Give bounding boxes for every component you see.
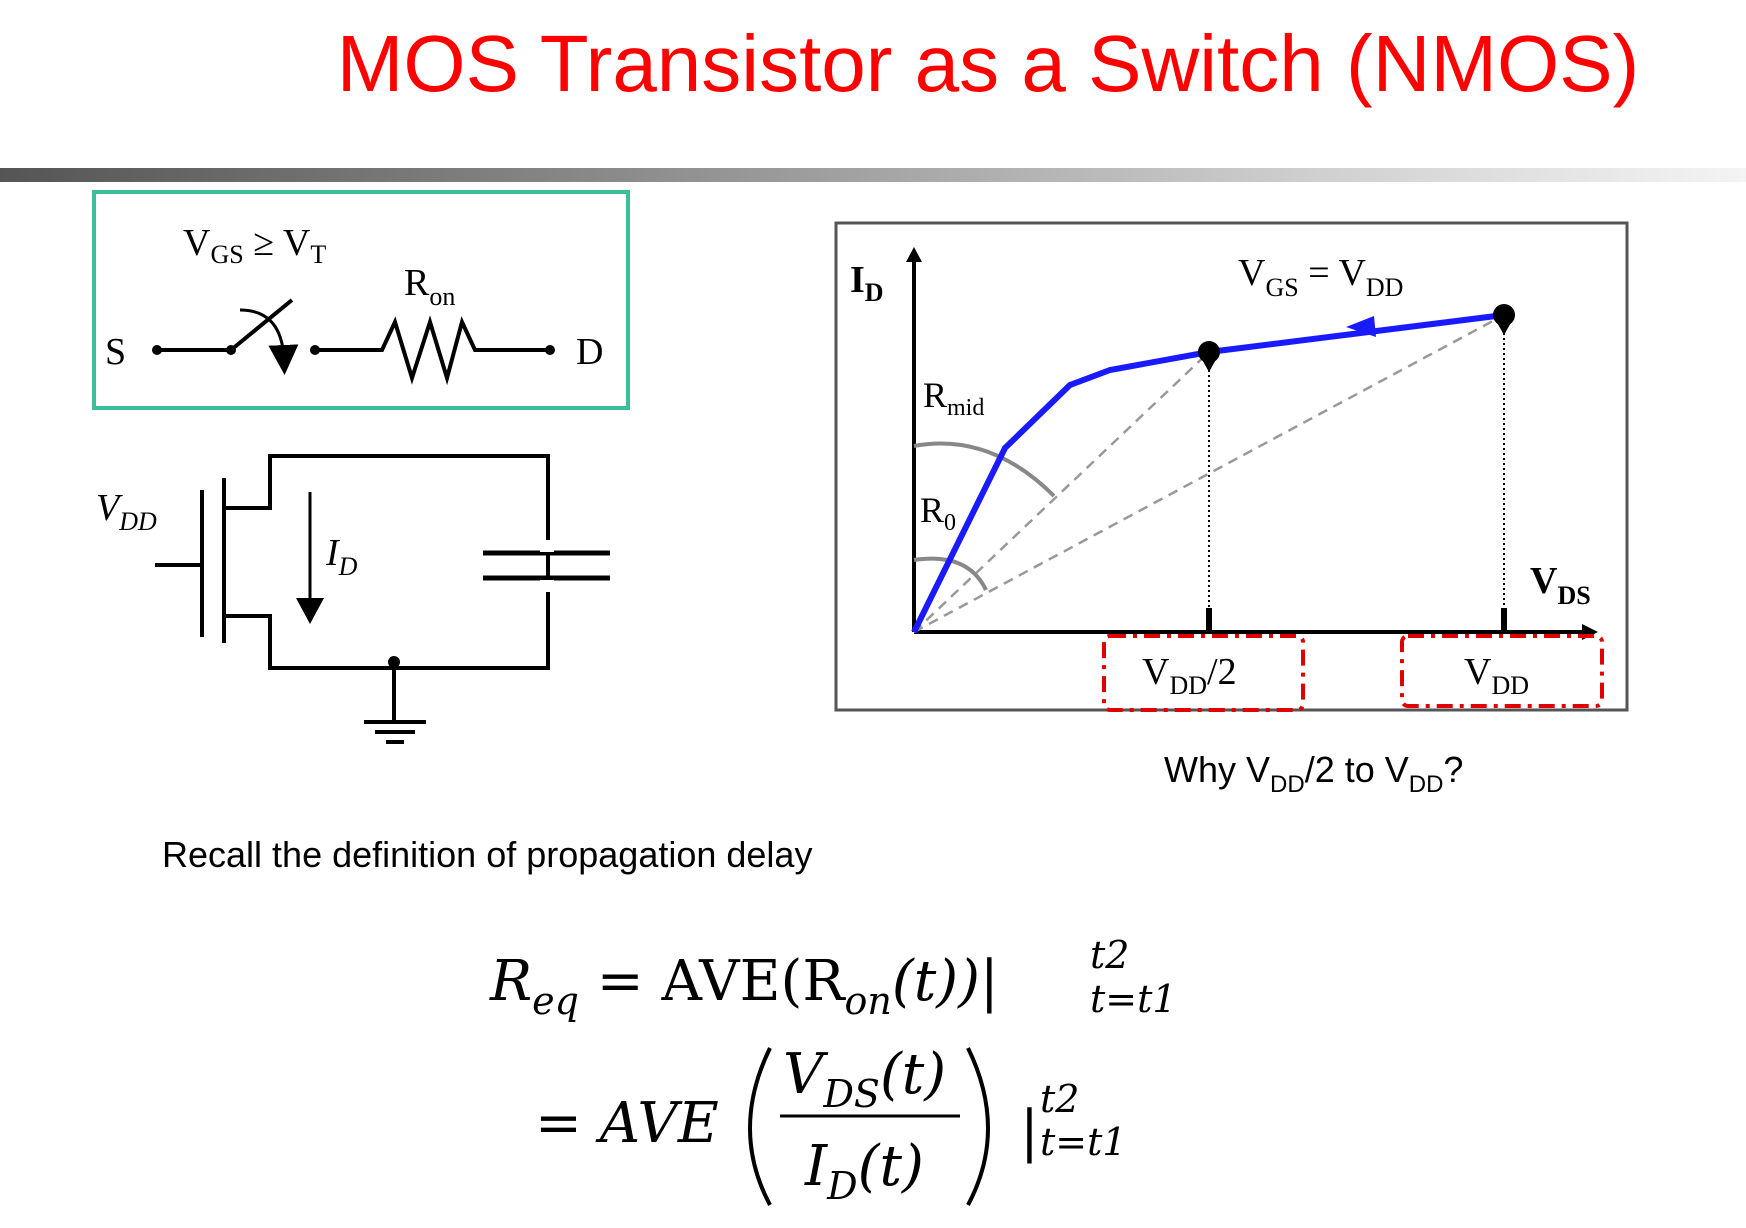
drain-label: D	[576, 331, 603, 373]
equation: Req = AVE(Ron(t))| t2 t=t1 = AVE VDS(t) …	[489, 933, 1177, 1208]
why-question: Why VDD/2 to VDD?	[1164, 749, 1463, 798]
right-paren	[966, 1047, 990, 1206]
r0-arc	[913, 556, 988, 591]
nmos-circuit: VDD ID	[96, 454, 610, 744]
tick-label-vdd: VDD	[1464, 651, 1529, 700]
eval-bar-2: |	[1020, 1099, 1039, 1164]
recall-text: Recall the definition of propagation del…	[162, 834, 812, 875]
rmid-arc	[913, 441, 1056, 498]
tick-box-mid	[1102, 634, 1305, 712]
title-divider	[0, 168, 1746, 182]
tick-label-vdd-half: VDD/2	[1142, 651, 1237, 700]
iv-curve	[911, 312, 1505, 634]
x-axis-label: VDS	[1530, 560, 1591, 610]
load-line-full	[913, 313, 1505, 634]
limit-sup-2: t2	[1040, 1077, 1079, 1121]
limit-sup-1: t2	[1090, 933, 1129, 977]
switch-model: VGS ≥ VT Ron S D	[92, 190, 630, 410]
left-paren	[748, 1047, 772, 1206]
fraction-denominator: ID(t)	[804, 1134, 924, 1208]
switch-arrow	[239, 308, 299, 375]
switch-condition-label: VGS ≥ VT	[183, 222, 326, 269]
source-label: S	[105, 331, 126, 373]
resistor-symbol	[315, 315, 550, 386]
ron-label: Ron	[404, 262, 455, 311]
fraction-numerator: VDS(t)	[783, 1042, 946, 1116]
drain-source-loop	[224, 454, 550, 670]
equation-line-2-lead: = AVE	[535, 1091, 719, 1156]
iv-graph: ID VDS VGS = VDD Rmid R0	[834, 221, 1629, 712]
vgs-vdd-label: VGS = VDD	[1238, 252, 1403, 302]
r0-label: R0	[920, 490, 956, 536]
limit-sub-2: t=t1	[1040, 1120, 1127, 1164]
switch-blade	[229, 298, 294, 352]
switch-model-box	[92, 190, 630, 410]
id-current-label: ID	[325, 532, 358, 581]
rmid-label: Rmid	[923, 375, 984, 421]
tick-box-full	[1400, 634, 1604, 708]
vdd-gate-label: VDD	[96, 487, 157, 536]
graph-frame	[834, 221, 1629, 712]
slide-title: MOS Transistor as a Switch (NMOS)	[336, 19, 1640, 108]
curve-direction-arrow	[1346, 316, 1376, 337]
drain-node	[545, 345, 555, 355]
limit-sub-1: t=t1	[1090, 977, 1177, 1021]
equation-line-1: Req = AVE(Ron(t))|	[489, 949, 999, 1023]
y-axis-label: ID	[850, 259, 884, 307]
